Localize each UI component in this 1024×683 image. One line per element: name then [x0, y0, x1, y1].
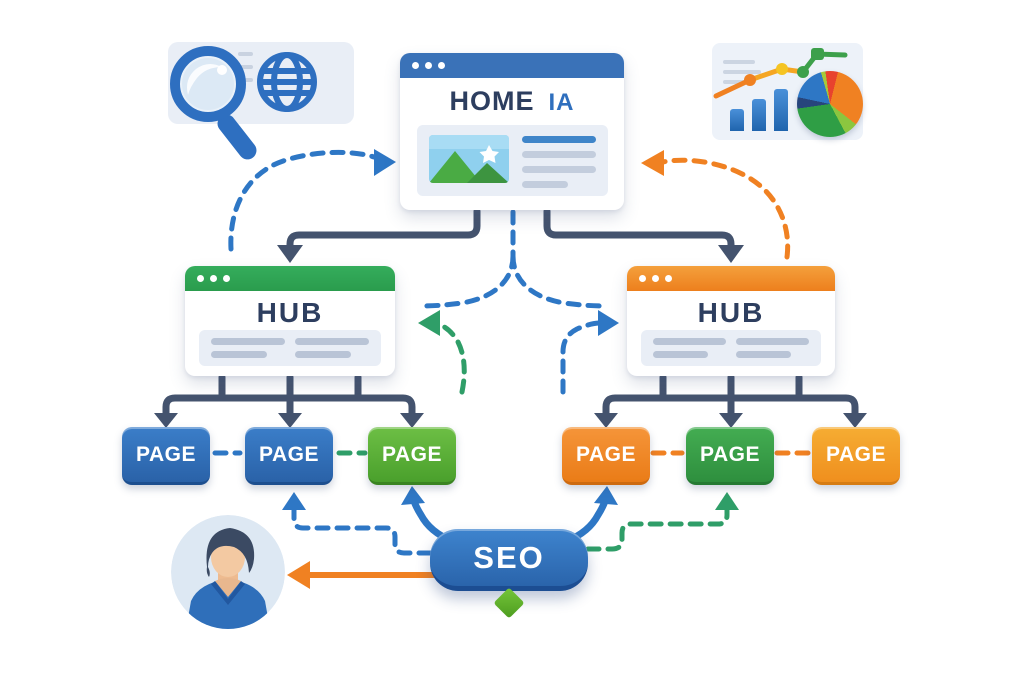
- seo-to-right-page2-dashed: [585, 505, 730, 552]
- analytics-illustration: [712, 43, 863, 140]
- hub-to-page-tree-left: [162, 373, 416, 420]
- arrowhead-into-right-hub: [598, 310, 619, 336]
- hub-left-card: HUB: [185, 266, 395, 376]
- search-globe-illustration: [168, 42, 354, 160]
- arrowhead-into-right-page2: [715, 492, 739, 510]
- text-ticks: [723, 60, 761, 90]
- bar-chart-icon: [730, 89, 788, 131]
- right-page1-to-hub-dashed: [560, 320, 603, 395]
- hub-right-title: HUB: [697, 297, 765, 328]
- arrowhead-left-hub: [277, 245, 303, 263]
- dashed-teal-lines: [336, 321, 730, 552]
- home-content-panel: [417, 125, 608, 196]
- image-thumbnail-icon: [429, 135, 509, 183]
- home-card: HOME IA: [400, 53, 624, 210]
- seo-to-left-page2-dashed: [291, 505, 433, 556]
- pie-chart-icon: [797, 71, 863, 137]
- arrowhead-into-left-page3: [401, 486, 425, 505]
- home-split-dashed: [418, 209, 608, 309]
- page-node-left-3: PAGE: [368, 427, 456, 485]
- hub-left-content-panel: [199, 330, 381, 366]
- hub-right-content-panel: [641, 330, 821, 366]
- window-controls: [400, 53, 624, 78]
- dashed-blue-lines: [212, 149, 608, 556]
- arrowhead-into-left-page2: [282, 492, 306, 510]
- arrowhead-into-avatar: [287, 561, 310, 589]
- globe-icon: [257, 52, 317, 112]
- home-title: HOME: [449, 86, 535, 116]
- search-to-home-dashed: [228, 149, 377, 252]
- window-controls: [185, 266, 395, 291]
- user-avatar: [171, 515, 285, 629]
- hub-left-title: HUB: [256, 297, 324, 328]
- seo-badge: SEO: [430, 529, 588, 591]
- hub-right-card: HUB: [627, 266, 835, 376]
- window-controls: [627, 266, 835, 291]
- page-arrowheads: [154, 413, 867, 428]
- arrowhead-into-home-left: [374, 149, 396, 176]
- home-to-hub-arrows: [286, 207, 735, 251]
- text-lines: [522, 136, 596, 196]
- page-node-right-2: PAGE: [686, 427, 774, 485]
- arrowhead-into-home-right: [641, 150, 664, 176]
- arrowhead-into-right-page1: [594, 486, 618, 505]
- dashed-orange-lines: [650, 157, 811, 456]
- page-node-left-2: PAGE: [245, 427, 333, 485]
- page-node-right-3: PAGE: [812, 427, 900, 485]
- arrowhead-right-hub: [718, 245, 744, 263]
- left-page3-to-hub-dashed: [435, 321, 467, 395]
- page-node-right-1: PAGE: [562, 427, 650, 485]
- hub-to-page-tree-right: [602, 373, 859, 420]
- home-tag-ia: IA: [548, 89, 575, 116]
- magnifier-icon: [170, 46, 257, 160]
- line-chart-icon: [713, 48, 848, 99]
- right-hub-to-home-dashed: [660, 157, 791, 260]
- arrowhead-into-left-hub-side: [418, 310, 440, 336]
- page-node-left-1: PAGE: [122, 427, 210, 485]
